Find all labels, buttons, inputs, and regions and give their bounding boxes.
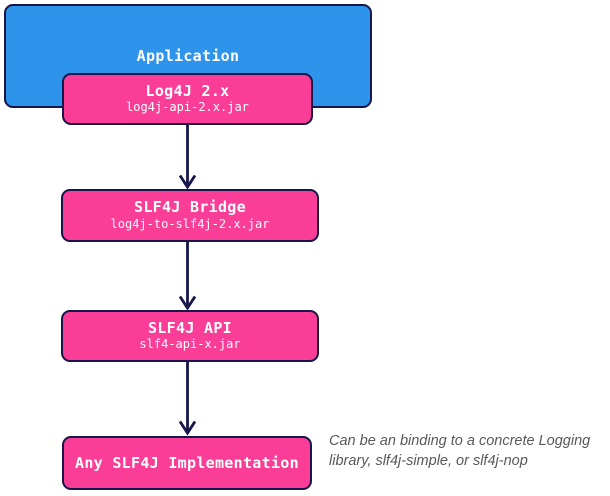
application-box-title: Application (136, 47, 240, 65)
node-slf4j-bridge-title: SLF4J Bridge (134, 198, 246, 217)
node-slf4j-api: SLF4J API slf4-api-x.jar (61, 310, 319, 362)
node-log4j-jar: log4j-api-2.x.jar (126, 100, 249, 115)
node-log4j-title: Log4J 2.x (145, 81, 230, 100)
node-any-slf4j-implementation-title: Any SLF4J Implementation (75, 453, 299, 472)
node-slf4j-api-title: SLF4J API (148, 318, 232, 337)
implementation-note: Can be an binding to a concrete Logging … (329, 433, 591, 469)
node-any-slf4j-implementation: Any SLF4J Implementation (62, 436, 312, 490)
arrow-api-to-implementation (178, 361, 197, 436)
arrow-log4j-to-bridge (178, 124, 197, 190)
node-slf4j-api-jar: slf4-api-x.jar (139, 337, 241, 352)
arrow-bridge-to-api (178, 241, 197, 311)
node-log4j: Log4J 2.x log4j-api-2.x.jar (62, 73, 313, 125)
node-slf4j-bridge: SLF4J Bridge log4j-to-slf4j-2.x.jar (61, 189, 319, 242)
node-slf4j-bridge-jar: log4j-to-slf4j-2.x.jar (110, 216, 270, 231)
